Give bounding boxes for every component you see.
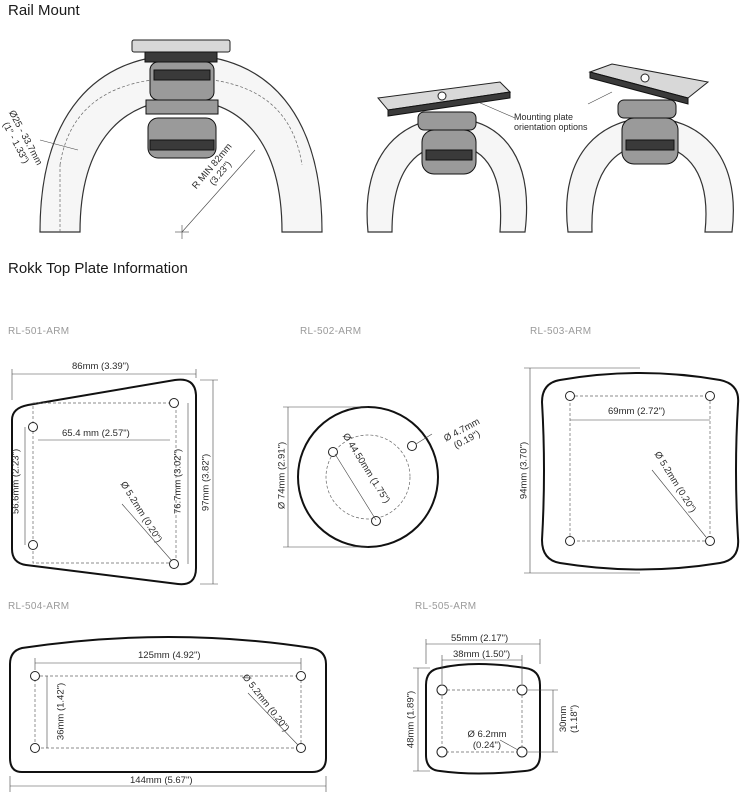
model-rl504: RL-504-ARM [8, 601, 70, 612]
model-rl503: RL-503-ARM [530, 326, 592, 337]
plate-rl502 [283, 406, 439, 548]
model-rl505: RL-505-ARM [415, 601, 477, 612]
rl502-diameter: Ø 74mm (2.91") [276, 441, 288, 510]
rail-clamp-large [131, 39, 231, 159]
rail-arch-small-1 [366, 81, 527, 233]
rl505-hole-x: 38mm (1.50") [453, 649, 511, 660]
orientation-leader-lines [477, 91, 613, 119]
rl501-hole-y-right: 76.7mm (3.02") [172, 448, 184, 515]
orientation-note-line2: orientation options [514, 122, 588, 133]
rl503-hole-spacing: 69mm (2.72") [608, 406, 666, 417]
rl505-hole-dia-mm: Ø 6.2mm [467, 729, 507, 740]
rl505-hole-dia: Ø 6.2mm (0.24") [452, 729, 522, 752]
rail-arch-small-2 [566, 63, 734, 233]
model-rl502: RL-502-ARM [300, 326, 362, 337]
rl504-hole-y: 36mm (1.42") [55, 682, 67, 741]
rl501-width: 86mm (3.39") [72, 361, 130, 372]
rl503-height: 94mm (3.70") [518, 441, 530, 500]
rl505-hole-y: 30mm (1.18") [558, 679, 581, 759]
rl501-height: 97mm (3.82") [200, 453, 212, 512]
plate-rl501 [11, 369, 218, 586]
rl505-height: 48mm (1.89") [405, 690, 417, 749]
rl501-hole-x: 65.4 mm (2.57") [62, 428, 130, 439]
rl505-hole-dia-in: (0.24") [472, 739, 502, 751]
rail-mount-title: Rail Mount [8, 2, 80, 19]
model-rl501: RL-501-ARM [8, 326, 70, 337]
rl504-hole-x: 125mm (4.92") [138, 650, 201, 661]
rl501-hole-y-left: 56.6mm (2.23") [10, 448, 22, 515]
plate-rl503 [524, 367, 740, 574]
orientation-note: Mounting plate orientation options [514, 112, 588, 133]
rl505-hole-y-in: (1.18") [569, 704, 580, 734]
orientation-note-line1: Mounting plate [514, 112, 574, 122]
top-plate-title: Rokk Top Plate Information [8, 260, 188, 277]
plate-rl505 [413, 639, 558, 775]
rl504-width: 144mm (5.67") [130, 775, 193, 786]
plate-rl504 [9, 636, 327, 792]
rl505-width: 55mm (2.17") [451, 633, 509, 644]
